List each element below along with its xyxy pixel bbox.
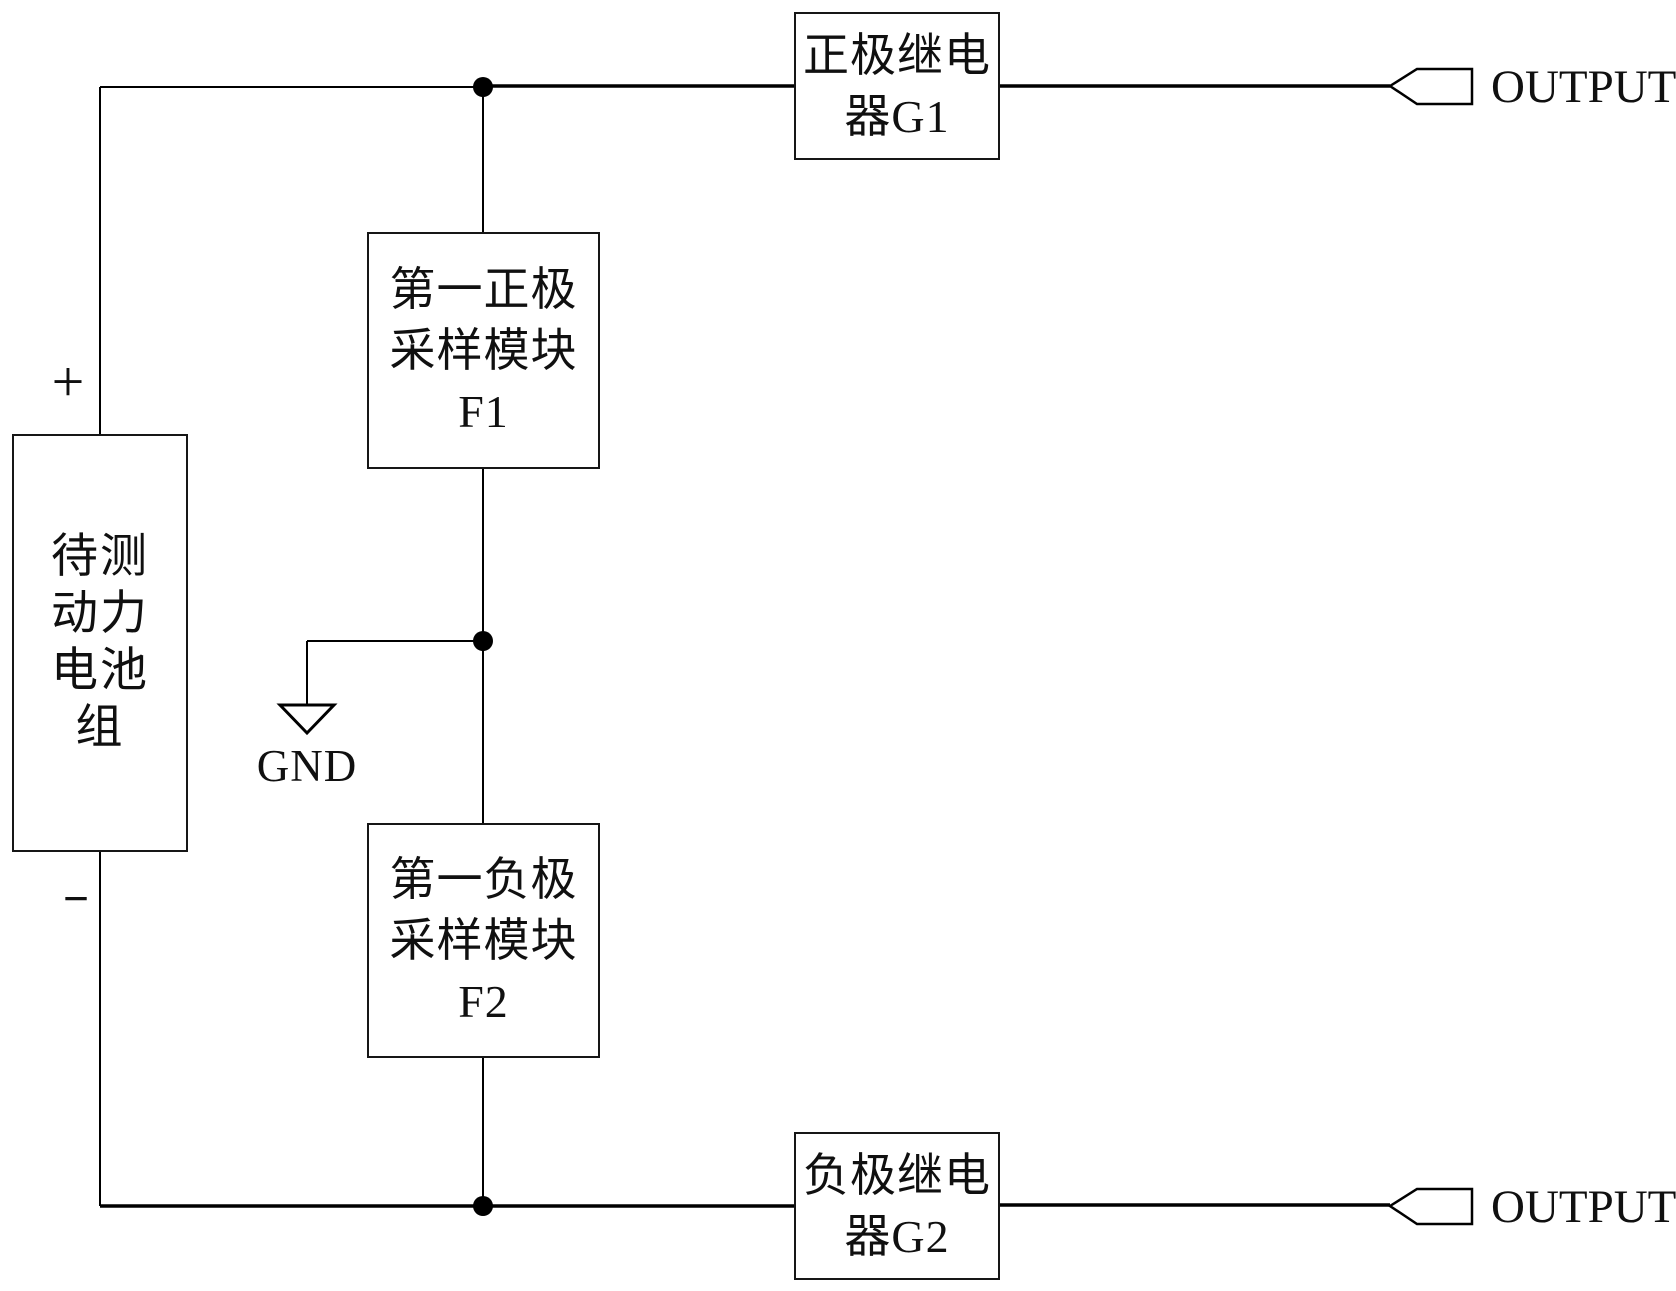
output-positive-connector-icon [1387,67,1474,106]
relay-negative-label-line: 负极继电 [803,1150,991,1201]
sampling-positive-label-line: 采样模块 [389,325,578,376]
sampling-positive-label-line: 第一正极 [389,264,578,315]
battery-pack-box: 待测 动力 电池 组 [12,434,188,852]
battery-label-line: 电池 [51,645,149,697]
junction-dot-middle [473,631,493,651]
junction-dot-top [473,77,493,97]
relay-negative-box: 负极继电 器G2 [794,1132,1000,1280]
junction-dot-bottom [473,1196,493,1216]
battery-label-line: 动力 [51,588,149,640]
relay-negative-label-line: 器G2 [844,1211,950,1262]
sampling-positive-box: 第一正极 采样模块 F1 [367,232,600,469]
relay-positive-label-line: 正极继电 [803,30,991,81]
sampling-positive-label-line: F1 [458,386,509,437]
battery-label-line: 待测 [51,531,149,583]
ground-symbol-icon [276,703,338,736]
ground-label: GND [256,741,358,791]
output-negative-connector-icon [1387,1187,1474,1226]
battery-minus-label: − [62,873,90,924]
relay-positive-label-line: 器G1 [844,91,950,142]
relay-positive-box: 正极继电 器G1 [794,12,1000,160]
battery-label-line: 组 [75,702,125,754]
sampling-negative-label-line: 第一负极 [389,854,578,905]
battery-plus-label: + [51,349,85,414]
sampling-negative-label-line: 采样模块 [389,915,578,966]
output-negative-label: OUTPUT− [1491,1181,1676,1233]
sampling-negative-box: 第一负极 采样模块 F2 [367,823,600,1058]
sampling-negative-label-line: F2 [458,976,509,1027]
output-positive-label: OUTPUT+ [1491,61,1676,113]
